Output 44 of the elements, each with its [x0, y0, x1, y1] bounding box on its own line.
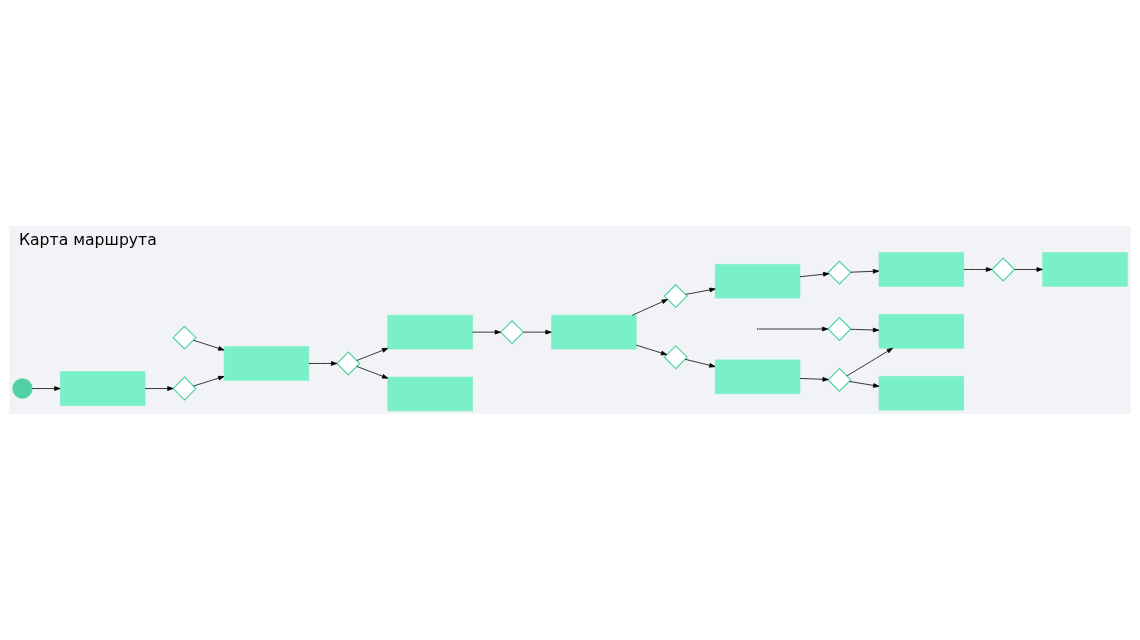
arrow	[472, 329, 501, 335]
node-diamond	[827, 260, 852, 285]
arrow	[356, 347, 389, 361]
arrow	[31, 386, 61, 391]
arrow	[144, 386, 174, 391]
node-box	[551, 314, 637, 350]
arrow	[193, 339, 225, 351]
node-box	[714, 359, 801, 394]
node-diamond	[172, 325, 197, 350]
arrow	[684, 358, 716, 368]
node-box	[878, 376, 964, 411]
node-box	[387, 376, 473, 412]
node-diamond	[336, 351, 361, 376]
node-diamond	[172, 376, 197, 401]
node-box	[1042, 252, 1128, 287]
node-box	[878, 252, 964, 287]
arrow	[356, 366, 389, 379]
arrow	[631, 299, 668, 316]
node-diamond	[827, 316, 852, 342]
arrow	[635, 344, 668, 356]
arrow	[1014, 267, 1043, 272]
diagram-title: Карта маршрута	[18, 229, 157, 249]
arrow	[685, 287, 716, 295]
arrow	[799, 377, 829, 382]
arrow	[523, 329, 552, 335]
node-box	[878, 314, 964, 349]
arrow	[850, 269, 880, 274]
node-diamond	[499, 319, 525, 345]
node-box	[714, 264, 801, 299]
node-box	[60, 371, 146, 406]
node-diamond	[663, 345, 688, 370]
arrow	[846, 347, 893, 377]
node-circle	[12, 378, 33, 399]
node-diamond	[991, 257, 1016, 282]
arrow	[963, 267, 993, 272]
node-box	[387, 314, 473, 350]
arrow	[758, 326, 829, 332]
arrow	[193, 375, 225, 387]
arrow	[308, 361, 338, 366]
arrow	[799, 271, 830, 278]
node-diamond	[827, 367, 852, 393]
arrow	[850, 327, 880, 333]
arrow	[849, 381, 880, 388]
node-box	[223, 346, 310, 381]
